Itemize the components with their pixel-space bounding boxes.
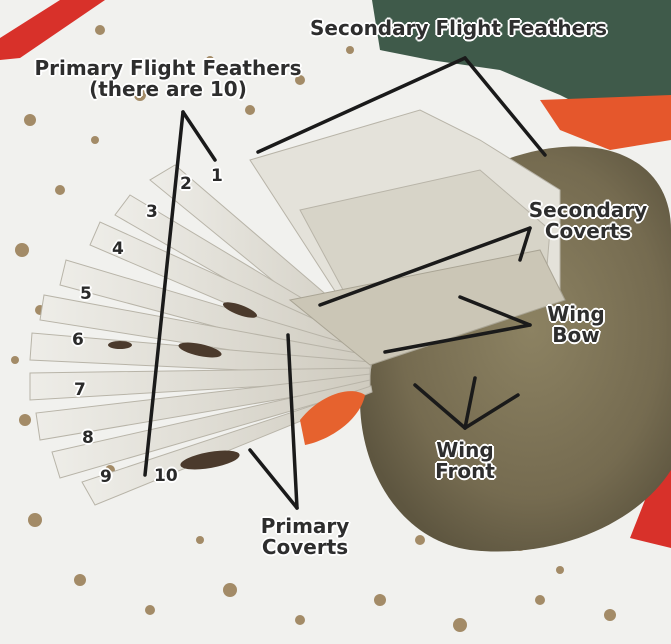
label-primary-coverts-line1: Primary — [250, 516, 360, 537]
feather-number-5: 5 — [80, 286, 92, 304]
label-primary-flight-line2: (there are 10) — [18, 79, 318, 100]
label-wing-bow-line2: Bow — [540, 325, 612, 346]
label-wing-bow-line1: Wing — [540, 304, 612, 325]
feather-number-8: 8 — [82, 430, 94, 448]
label-secondary-coverts: Secondary Coverts — [518, 200, 658, 242]
feather-number-7: 7 — [74, 382, 86, 400]
label-primary-flight-line1: Primary Flight Feathers — [18, 58, 318, 79]
label-wing-front-line1: Wing — [425, 440, 505, 461]
label-secondary-flight-feathers: Secondary Flight Feathers — [310, 18, 607, 39]
label-primary-coverts-line2: Coverts — [250, 537, 360, 558]
label-wing-front-line2: Front — [425, 461, 505, 482]
feather-number-4: 4 — [112, 241, 124, 259]
label-wing-front: Wing Front — [425, 440, 505, 482]
label-secondary-coverts-line2: Coverts — [518, 221, 658, 242]
feather-number-3: 3 — [146, 204, 158, 222]
label-wing-bow: Wing Bow — [540, 304, 612, 346]
label-primary-flight-feathers: Primary Flight Feathers (there are 10) — [18, 58, 318, 100]
feather-number-2: 2 — [180, 176, 192, 194]
feather-number-10: 10 — [154, 468, 178, 486]
feather-number-6: 6 — [72, 332, 84, 350]
label-secondary-coverts-line1: Secondary — [518, 200, 658, 221]
feather-number-1: 1 — [211, 168, 223, 186]
feather-number-9: 9 — [100, 469, 112, 487]
label-primary-coverts: Primary Coverts — [250, 516, 360, 558]
